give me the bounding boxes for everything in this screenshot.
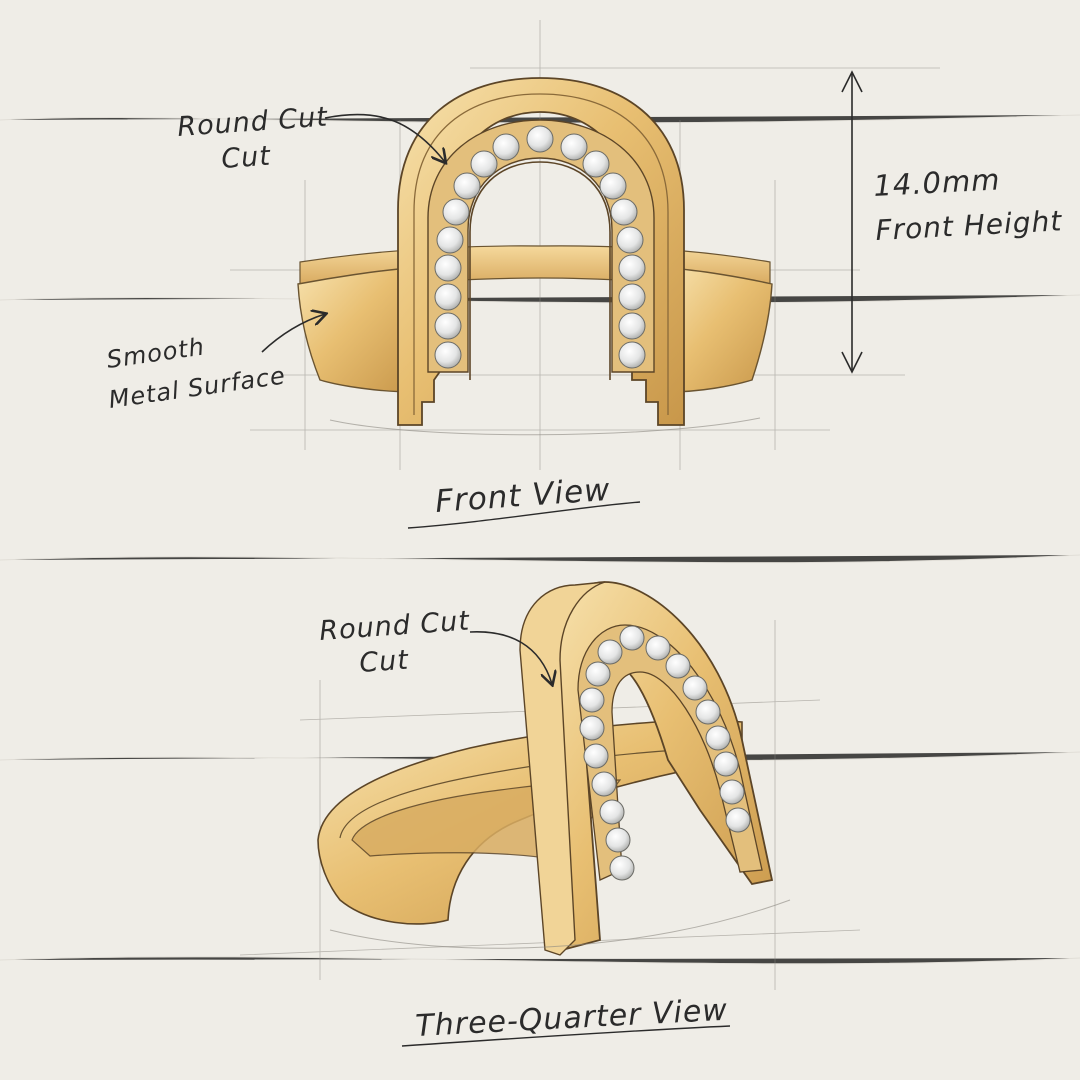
front-right-shoulder (667, 267, 773, 393)
tq-gem-callout-line1: Round Cut (318, 606, 471, 647)
tq-gem-callout-arrow (469, 631, 552, 684)
front-diamond-row (434, 125, 646, 369)
three-quarter-view-caption: Three-Quarter View (415, 993, 729, 1044)
tq-ground-shadow (329, 899, 791, 949)
front-surface-callout-arrow (261, 314, 325, 353)
dimension-value: 14.0mm (873, 162, 1002, 203)
front-surface-callout-line1: Smooth (105, 332, 207, 373)
tq-gem-callout-line2: Cut (358, 645, 410, 679)
front-pave-channel (427, 119, 655, 373)
front-caption-underline (407, 501, 641, 529)
front-gem-callout-arrow (324, 113, 445, 162)
front-view-caption: Front View (434, 472, 612, 520)
front-inner-opening (469, 161, 611, 380)
dimension-label: Front Height (875, 204, 1063, 247)
three-quarter-ring (317, 581, 791, 956)
tq-shank-outer (317, 719, 743, 925)
front-gem-callout-line2: Cut (220, 141, 272, 175)
front-left-shoulder (297, 267, 415, 393)
front-height-dimension (841, 70, 863, 374)
tq-shank-inner (339, 747, 721, 839)
front-view-ring (297, 77, 773, 436)
front-ground-shadow (329, 417, 761, 436)
front-middle-ridge (413, 93, 669, 415)
tq-caption-underline (401, 1025, 731, 1047)
front-gem-callout-line1: Round Cut (176, 102, 329, 143)
tq-diamond-row (579, 625, 751, 881)
